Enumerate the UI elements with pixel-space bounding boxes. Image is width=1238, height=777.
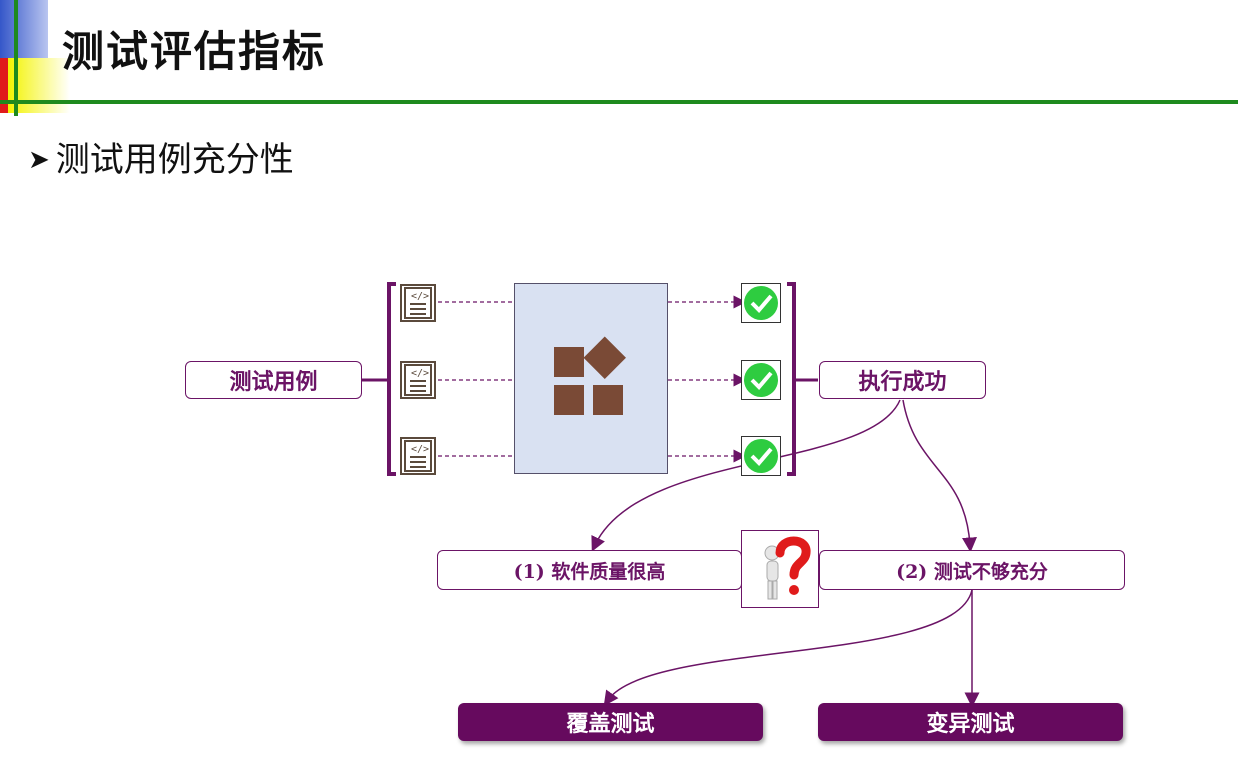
checkmark-icon (741, 283, 781, 323)
module-blocks-icon (554, 336, 626, 415)
title-divider (0, 100, 1238, 104)
code-document-icon: </> (400, 437, 436, 475)
test-cases-label: 测试用例 (185, 361, 362, 399)
code-document-icon: </> (400, 361, 436, 399)
page-title: 测试评估指标 (62, 27, 327, 76)
bullet-arrow-icon: ➤ (28, 145, 50, 175)
outcome-high-quality-text: (1) 软件质量很高 (513, 560, 666, 583)
outcome-insufficient-testing: (2) 测试不够充分 (819, 550, 1125, 590)
svg-text:</>: </> (411, 444, 429, 455)
test-cases-text: 测试用例 (229, 369, 318, 395)
checkmark-icon (741, 360, 781, 400)
execution-success-label: 执行成功 (819, 361, 986, 399)
question-figure-icon (741, 530, 819, 608)
program-under-test (514, 283, 668, 474)
bullet-text: 测试用例充分性 (55, 140, 294, 180)
outcome-high-quality: (1) 软件质量很高 (437, 550, 742, 590)
mutation-testing-box: 变异测试 (818, 703, 1123, 741)
svg-text:</>: </> (411, 368, 429, 379)
mutation-testing-text: 变异测试 (926, 711, 1015, 737)
execution-success-text: 执行成功 (858, 369, 947, 395)
checkmark-icon (741, 436, 781, 476)
coverage-testing-box: 覆盖测试 (458, 703, 763, 741)
coverage-testing-text: 覆盖测试 (566, 711, 655, 737)
svg-text:</>: </> (411, 291, 429, 302)
code-document-icon: </> (400, 284, 436, 322)
bullet-point: ➤测试用例充分性 (28, 132, 294, 181)
outcome-insufficient-testing-text: (2) 测试不够充分 (896, 560, 1048, 583)
